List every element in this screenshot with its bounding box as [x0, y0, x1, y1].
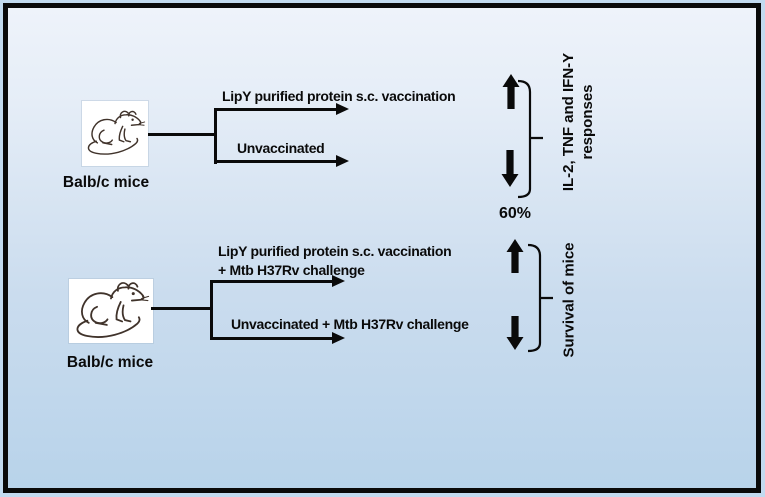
arm-2-arrow-line: [210, 337, 334, 340]
mouse-drawing-icon: [87, 110, 146, 155]
readout-label: Survival of mice: [560, 242, 578, 358]
fork-vertical-line: [214, 108, 217, 164]
subject-label: Balb/c mice: [66, 354, 154, 371]
arm-1-arrowhead-icon: [332, 275, 345, 287]
arm-1-arrowhead-icon: [336, 103, 349, 115]
arm-1-arrow-line: [214, 108, 338, 111]
fork-stem-line: [151, 307, 213, 310]
fork-stem-line: [148, 133, 217, 136]
up-arrow-icon: [502, 74, 520, 109]
fork-vertical-line: [210, 280, 213, 340]
arm-1-label-line-1: LipY purified protein s.c. vaccination: [218, 243, 452, 259]
arm-2-label: Unvaccinated: [237, 140, 325, 156]
arm-2-arrowhead-icon: [336, 155, 349, 167]
arm-1-arrow-line: [210, 280, 334, 283]
survival-percentage-label: 60%: [498, 205, 532, 222]
readout-line-1: IL-2, TNF and IFN-Y: [560, 52, 577, 192]
up-arrow-icon: [506, 239, 524, 273]
arm-2-label: Unvaccinated + Mtb H37Rv challenge: [231, 316, 469, 332]
arm-1-label: LipY purified protein s.c. vaccination: [222, 88, 456, 104]
down-arrow-icon: [501, 150, 519, 187]
readout-label: IL-2, TNF and IFN-Y responses: [559, 53, 597, 191]
mouse-image: [82, 101, 148, 166]
curly-brace-bracket-icon: [514, 78, 546, 200]
arm-2-arrowhead-icon: [332, 332, 345, 344]
arm-1-label: LipY purified protein s.c. vaccination +…: [218, 242, 452, 280]
mouse-drawing-icon: [76, 282, 150, 338]
subject-label: Balb/c mice: [62, 174, 150, 191]
experiment-2-group: Balb/c mice LipY purified protein s.c. v…: [0, 230, 765, 410]
readout-line-2: responses: [579, 84, 596, 160]
curly-brace-bracket-icon: [524, 242, 556, 354]
figure-frame: [3, 3, 761, 493]
down-arrow-icon: [506, 316, 524, 350]
arm-2-arrow-line: [214, 160, 338, 163]
mouse-image: [69, 279, 153, 343]
experiment-1-group: Balb/c mice LipY purified protein s.c. v…: [0, 0, 765, 230]
arm-1-label-line-2: + Mtb H37Rv challenge: [218, 262, 365, 278]
